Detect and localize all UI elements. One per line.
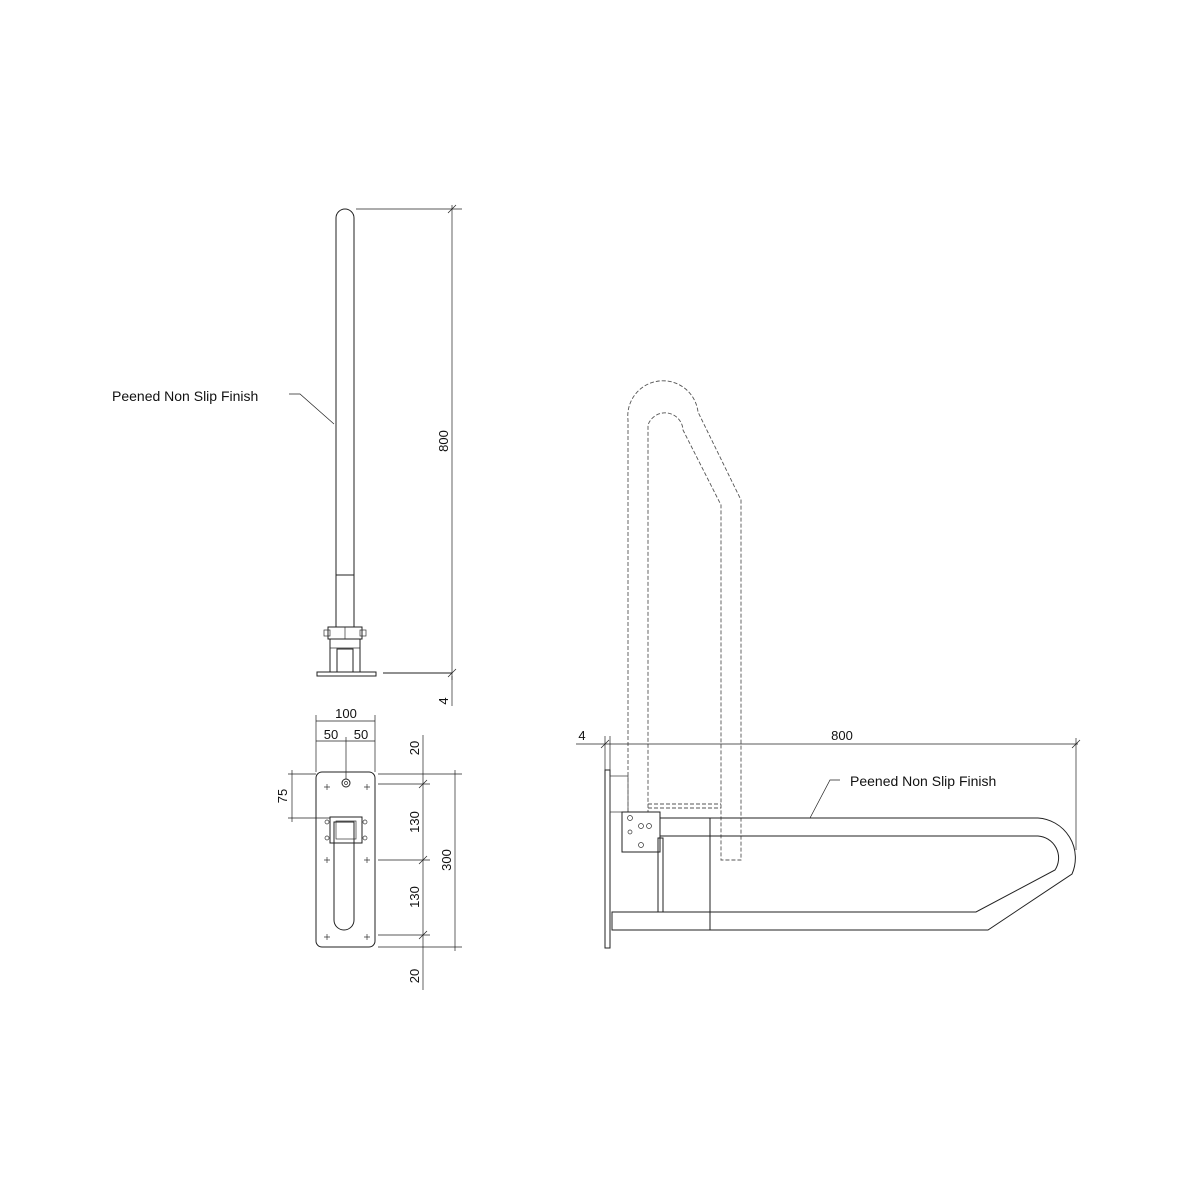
- plate-half-right-dim: 50: [354, 727, 368, 742]
- side-wall-plate: [604, 769, 611, 949]
- side-lower-shaft: [611, 911, 711, 931]
- plate-half-left-dim: 50: [324, 727, 338, 742]
- lower-spacing-dim: 130: [407, 886, 422, 908]
- plan-rail-peened: [333, 821, 355, 931]
- raised-position-outline: [627, 380, 742, 861]
- upper-spacing-dim: 130: [407, 811, 422, 833]
- side-plate-thickness-dim: 4: [578, 728, 585, 743]
- front-finish-note: Peened Non Slip Finish: [112, 388, 258, 404]
- plate-top-margin-dim: 20: [407, 741, 422, 755]
- plate-width-dim: 100: [335, 706, 357, 721]
- front-plate-thickness-dim: 4: [436, 697, 451, 704]
- side-upper-shaft: [659, 817, 711, 837]
- plate-bottom-margin-dim: 20: [407, 969, 422, 983]
- plan-hinge-block: [329, 816, 363, 844]
- screw-holes: [324, 784, 370, 940]
- front-rail-peened: [335, 208, 355, 576]
- projection-dim: 800: [831, 728, 853, 743]
- hole-offset-dim: 75: [275, 789, 290, 803]
- plate-plan-view: 100 50 50 75 20 130 300 130 20: [275, 706, 462, 990]
- front-elevation-view: 800 4 Peened Non Slip Finish: [112, 204, 462, 706]
- side-finish-note: Peened Non Slip Finish: [850, 773, 996, 789]
- front-hinge-assembly: [323, 626, 367, 673]
- side-rail-peened: [709, 817, 1076, 931]
- side-finish-leader: [809, 779, 840, 819]
- side-elevation-view: 4 800 Peened Non Slip Finish: [576, 380, 1081, 949]
- front-rail-shaft: [335, 574, 355, 628]
- plate-height-dim: 300: [439, 849, 454, 871]
- wall-plate-outline: [315, 771, 376, 948]
- front-base-plate: [316, 671, 377, 677]
- front-finish-leader: [289, 393, 335, 425]
- plate-top-anchor: [341, 778, 351, 788]
- side-hinge-assembly: [621, 811, 661, 853]
- front-height-dim: 800: [436, 430, 451, 452]
